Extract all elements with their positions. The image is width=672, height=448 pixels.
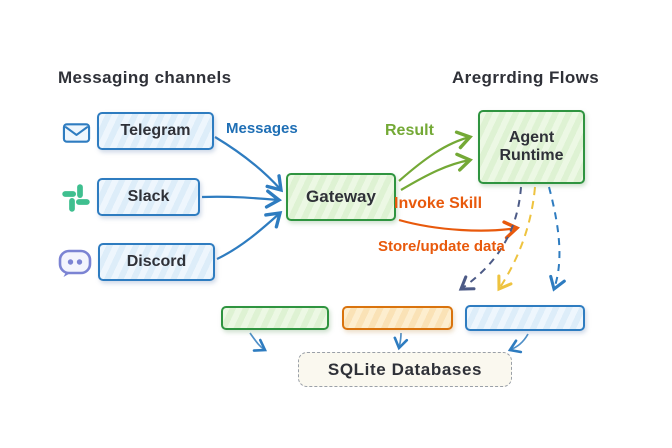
green-store-box bbox=[221, 306, 329, 330]
agent-runtime-node: Agent Runtime bbox=[478, 110, 585, 184]
envelope-icon bbox=[62, 121, 91, 150]
blue-store-box bbox=[465, 305, 585, 331]
slack-icon bbox=[60, 182, 92, 219]
messages-arrow bbox=[214, 136, 284, 193]
slack-node: Slack bbox=[97, 178, 200, 216]
store-update-arrow bbox=[398, 218, 520, 240]
sqlite-databases-node: SQLite Databases bbox=[298, 352, 512, 387]
invoke-skill-edge-label: Invoke Skill bbox=[394, 195, 483, 212]
gateway-to-agent-arrow bbox=[400, 152, 473, 191]
blue-store-to-db-arrow bbox=[507, 333, 529, 354]
agent-runtime-label: Agent Runtime bbox=[499, 128, 564, 164]
discord-arrow bbox=[216, 210, 283, 260]
dashed-blue-arrow bbox=[548, 186, 566, 292]
slack-label: Slack bbox=[127, 187, 170, 205]
discord-node: Discord bbox=[98, 243, 215, 281]
telegram-label: Telegram bbox=[120, 121, 191, 139]
messaging-channels-title: Messaging channels bbox=[58, 68, 232, 87]
gateway-label: Gateway bbox=[306, 187, 376, 207]
green-store-to-db-arrow bbox=[249, 332, 268, 352]
discord-label: Discord bbox=[126, 252, 187, 270]
slack-arrow bbox=[201, 189, 283, 209]
telegram-node: Telegram bbox=[97, 112, 214, 150]
messages-edge-label: Messages bbox=[226, 120, 298, 137]
discord-icon bbox=[57, 247, 93, 284]
agent-flows-title: Aregrrding Flows bbox=[452, 68, 600, 87]
result-edge-label: Result bbox=[385, 122, 434, 139]
orange-store-to-db-arrow bbox=[393, 332, 409, 351]
gateway-node: Gateway bbox=[286, 173, 396, 221]
store-update-edge-label: Store/update data bbox=[378, 238, 505, 255]
orange-store-box bbox=[342, 306, 453, 330]
sqlite-databases-label: SQLite Databases bbox=[327, 359, 483, 379]
result-arrow bbox=[398, 130, 473, 182]
